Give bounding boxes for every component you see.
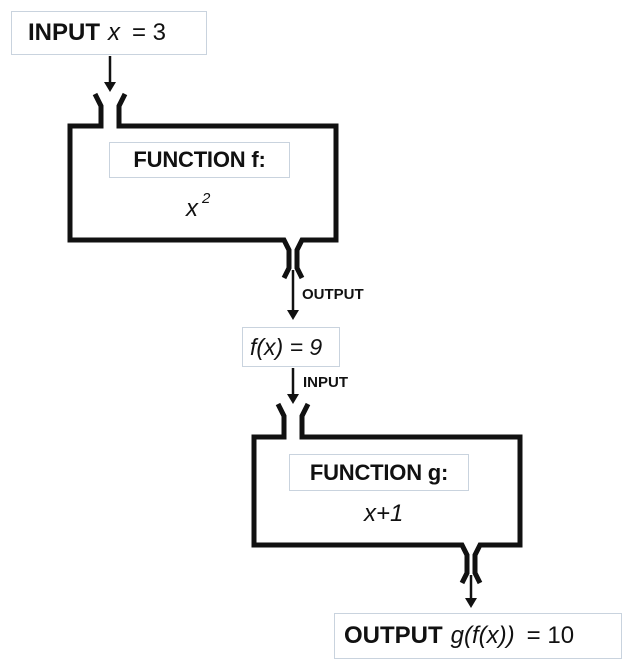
output-label-box: OUTPUT g(f(x)) = 10 bbox=[334, 613, 622, 659]
input-label-box: INPUT x = 3 bbox=[11, 11, 207, 55]
output-expression: g(f(x)) bbox=[450, 622, 515, 649]
function-g-expression: x+1 bbox=[364, 500, 404, 527]
arrow-g-output bbox=[465, 575, 477, 608]
intermediate-value-box: f(x) = 9 bbox=[242, 327, 340, 367]
arrow-g-input bbox=[287, 368, 299, 404]
intermediate-expression: f(x) = 9 bbox=[250, 333, 323, 360]
machine-f-body bbox=[67, 92, 339, 280]
arrow-f-output bbox=[287, 270, 299, 320]
output-value: = 10 bbox=[526, 622, 575, 649]
output-keyword: OUTPUT bbox=[344, 622, 443, 649]
arrow-input-label: INPUT bbox=[303, 374, 348, 391]
input-variable: x bbox=[108, 19, 120, 46]
arrow-output-label: OUTPUT bbox=[302, 286, 364, 303]
function-g-title: FUNCTION g: bbox=[289, 454, 469, 491]
function-f-title: FUNCTION f: bbox=[109, 142, 290, 178]
input-value: = 3 bbox=[132, 19, 167, 46]
input-keyword: INPUT bbox=[28, 19, 100, 46]
machine-g-body bbox=[251, 402, 523, 585]
function-f-exponent: 2 bbox=[202, 190, 211, 207]
function-f-base: x bbox=[186, 195, 198, 222]
arrow-input-to-f bbox=[104, 56, 116, 92]
